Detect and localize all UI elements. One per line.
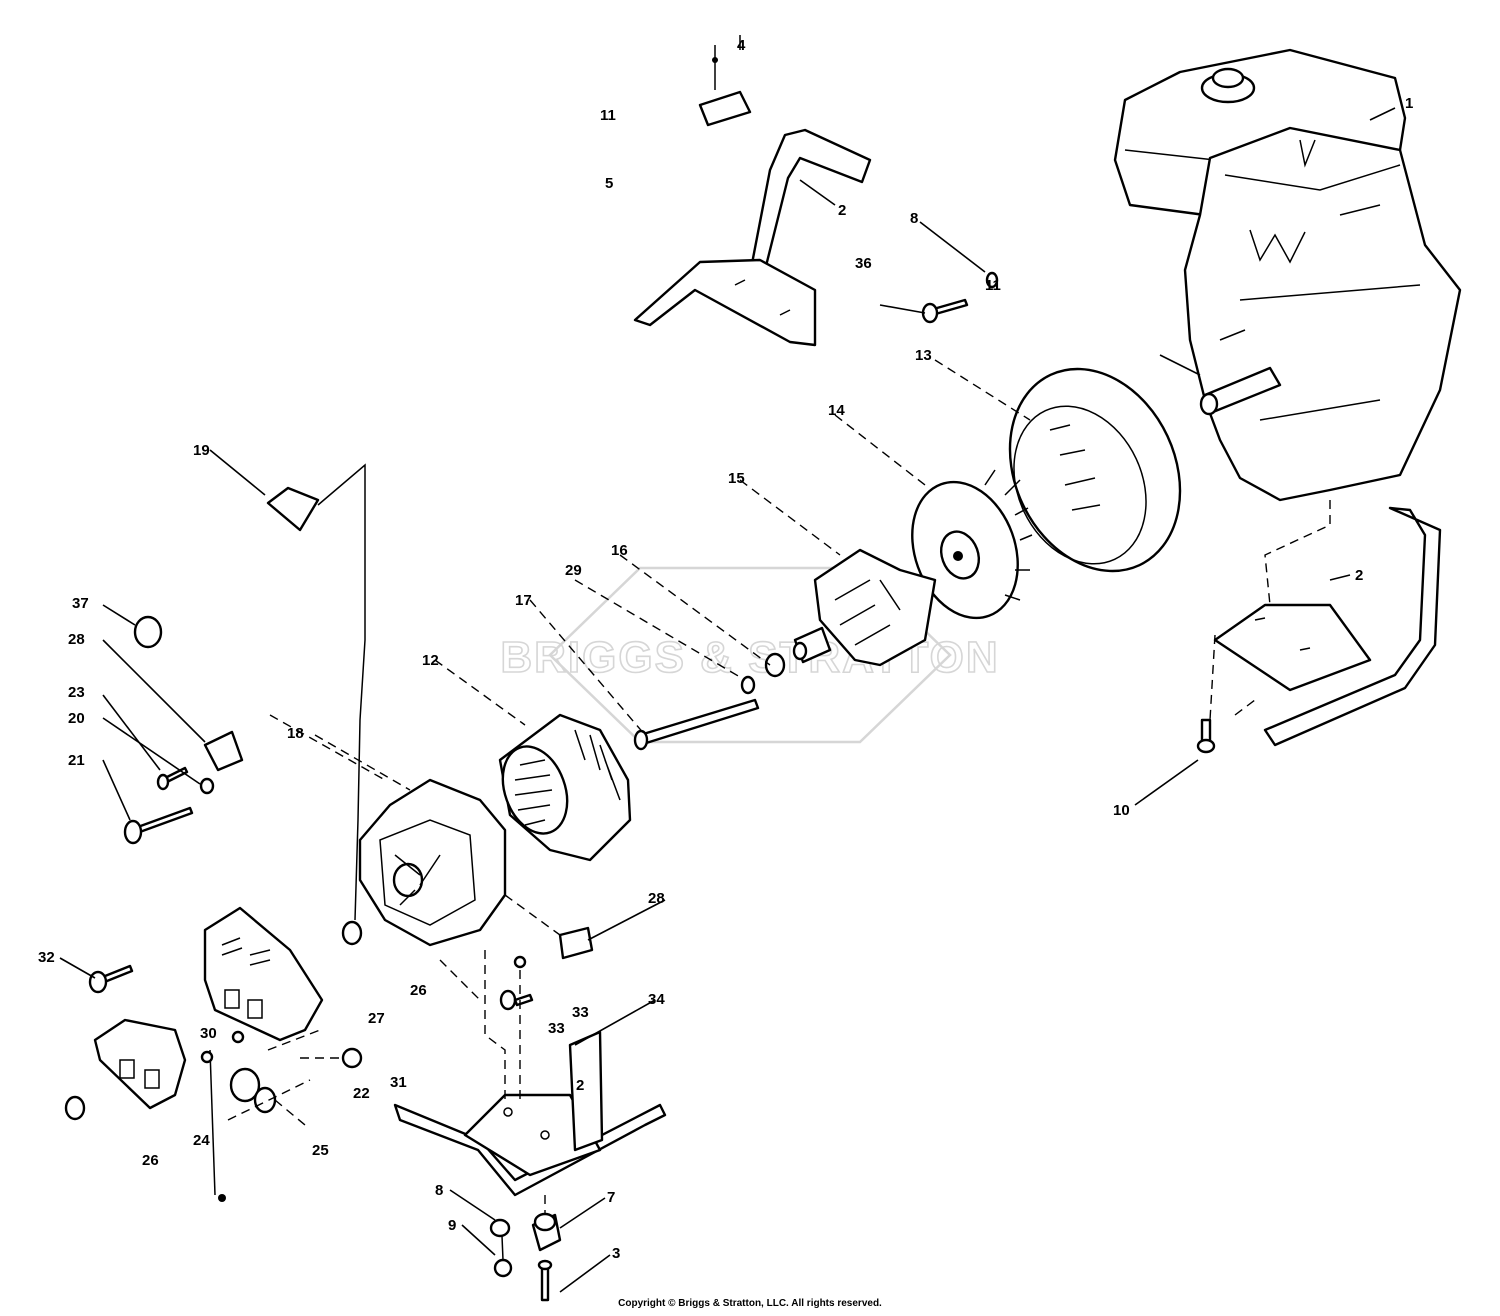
callout-3: 3: [612, 1245, 620, 1262]
cooling-fan: [911, 469, 1033, 620]
screw-23: [156, 766, 189, 791]
callout-33: 33: [548, 1020, 565, 1037]
screw-32: [88, 964, 134, 994]
copyright-notice: Copyright © Briggs & Stratton, LLC. All …: [618, 1298, 882, 1309]
callout-19: 19: [193, 442, 210, 459]
nut-37: [133, 615, 163, 649]
spacer: [764, 652, 786, 678]
callout-20: 20: [68, 710, 85, 727]
callout-2: 2: [838, 202, 846, 219]
callout-34: 34: [648, 991, 665, 1008]
callout-13: 13: [915, 347, 932, 364]
callout-16: 16: [611, 542, 628, 559]
callout-28: 28: [68, 631, 85, 648]
callout-33: 33: [572, 1004, 589, 1021]
callout-1: 1: [1405, 95, 1413, 112]
callout-8: 8: [910, 210, 918, 227]
stator-armature: [792, 548, 937, 667]
label-19: [266, 486, 320, 532]
callout-27: 27: [368, 1010, 385, 1027]
rotor-housing: [1008, 367, 1182, 573]
frame-bracket-bottom: [393, 1030, 667, 1197]
callout-36: 36: [855, 255, 872, 272]
callout-24: 24: [193, 1132, 210, 1149]
control-panel-cover: [203, 906, 324, 1042]
callout-26: 26: [142, 1152, 159, 1169]
callout-37: 37: [72, 595, 89, 612]
callout-23: 23: [68, 684, 85, 701]
callout-22: 22: [353, 1085, 370, 1102]
wire-harness: [317, 463, 366, 921]
callout-2: 2: [1355, 567, 1363, 584]
callout-18: 18: [287, 725, 304, 742]
pin-24: [200, 1050, 214, 1064]
callout-7: 7: [607, 1189, 615, 1206]
washer-30: [231, 1030, 245, 1044]
callout-31: 31: [390, 1074, 407, 1091]
callout-5: 5: [605, 175, 613, 192]
rubber-mount: [531, 1212, 562, 1252]
screw-33: [499, 989, 534, 1011]
leader-lines: [59, 107, 1396, 1293]
callout-4: 4: [737, 37, 746, 54]
callout-14: 14: [828, 402, 845, 419]
rotor: [498, 713, 632, 862]
nut-6: [985, 271, 999, 289]
screw-36: [921, 298, 969, 324]
callout-29: 29: [565, 562, 582, 579]
callout-8: 8: [435, 1182, 443, 1199]
receptacle: [229, 1067, 277, 1114]
switch-knob: [341, 1047, 363, 1069]
engine: [1113, 48, 1462, 502]
callout-12: 12: [422, 652, 439, 669]
callout-26: 26: [410, 982, 427, 999]
frame-bracket-top: [633, 128, 872, 347]
callout-10: 10: [1113, 802, 1130, 819]
callout-21: 21: [68, 752, 85, 769]
callout-28: 28: [648, 890, 665, 907]
nut-8: [489, 1218, 511, 1238]
grommet: [64, 1095, 86, 1121]
nut-9: [493, 1258, 513, 1278]
screw-top-33: [513, 955, 527, 969]
callout-9: 9: [448, 1217, 456, 1234]
callout-11: 11: [600, 107, 616, 124]
callout-17: 17: [515, 592, 532, 609]
callout-labels: 1 2 2 2 3 4 5 7 8 8 9 10 11 11 12 13 14 …: [38, 37, 1413, 1262]
washer: [740, 675, 756, 695]
through-bolt: [633, 698, 760, 751]
callout-11: 11: [985, 277, 1001, 294]
bolt-21: [123, 806, 194, 845]
callout-32: 32: [38, 949, 55, 966]
clip-28: [203, 730, 244, 772]
washer-20: [199, 777, 215, 795]
callout-30: 30: [200, 1025, 217, 1042]
decal-28: [558, 926, 594, 960]
callout-2: 2: [576, 1077, 584, 1094]
screw-10: [1196, 718, 1216, 754]
small-plate-top: [698, 90, 752, 127]
callout-15: 15: [728, 470, 745, 487]
frame-bracket-right: [1213, 506, 1442, 747]
callout-25: 25: [312, 1142, 329, 1159]
outlet-plate: [93, 1018, 187, 1110]
end-bell: [341, 778, 507, 947]
screw-3: [537, 1259, 553, 1302]
